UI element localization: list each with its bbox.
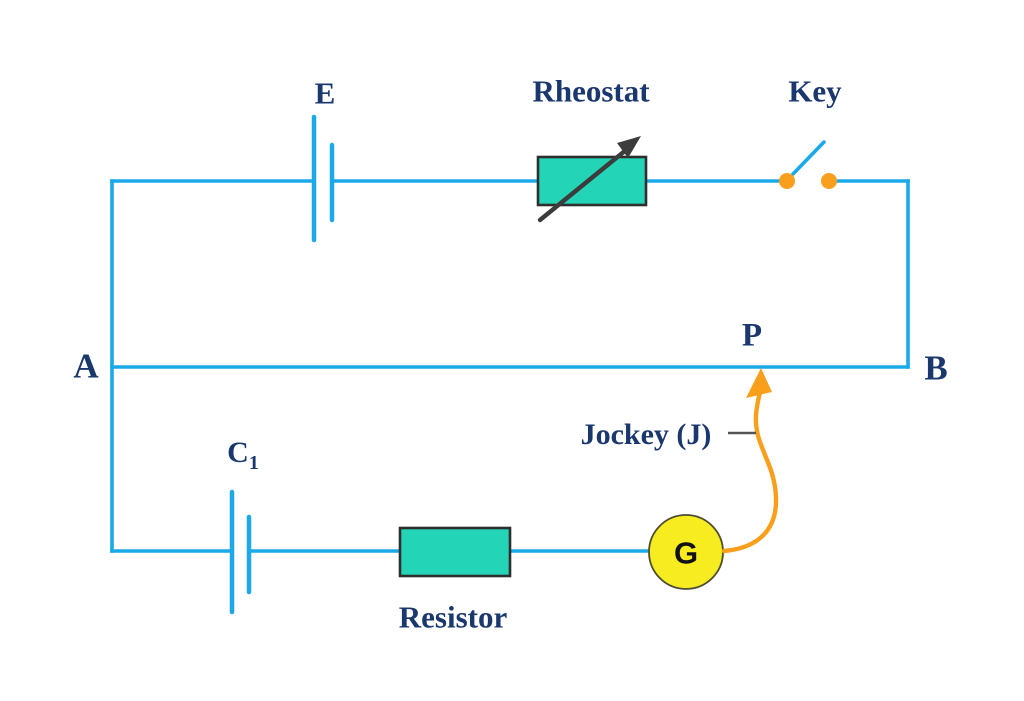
label-cell-c1: C1 xyxy=(227,436,259,474)
label-cell-c1-subscript: 1 xyxy=(248,452,259,474)
key-contact-right xyxy=(821,173,837,189)
label-rheostat: Rheostat xyxy=(532,73,650,109)
label-cell-c1-letter: C xyxy=(227,436,249,469)
rheostat-symbol xyxy=(536,136,648,223)
key-contact-left xyxy=(779,173,795,189)
label-contact-point-p: P xyxy=(741,317,763,354)
rheostat-arrow-shaft xyxy=(537,147,629,223)
label-key: Key xyxy=(788,73,842,109)
circuit-wires xyxy=(110,179,910,553)
label-galvanometer-g: G xyxy=(673,535,699,571)
label-terminal-a: A xyxy=(73,346,99,386)
key-lever xyxy=(791,140,826,176)
rheostat-arrow-head xyxy=(617,136,641,158)
key-symbol xyxy=(779,140,837,189)
label-jockey: Jockey (J) xyxy=(580,418,712,451)
label-terminal-b: B xyxy=(924,348,948,388)
label-resistor: Resistor xyxy=(398,599,508,635)
battery-e-symbol xyxy=(311,114,335,243)
jockey-wire xyxy=(721,368,779,554)
jockey-arrow-head xyxy=(746,368,772,398)
cell-c1-symbol xyxy=(229,489,252,615)
label-battery-e: E xyxy=(314,75,336,111)
resistor-symbol xyxy=(398,526,512,578)
